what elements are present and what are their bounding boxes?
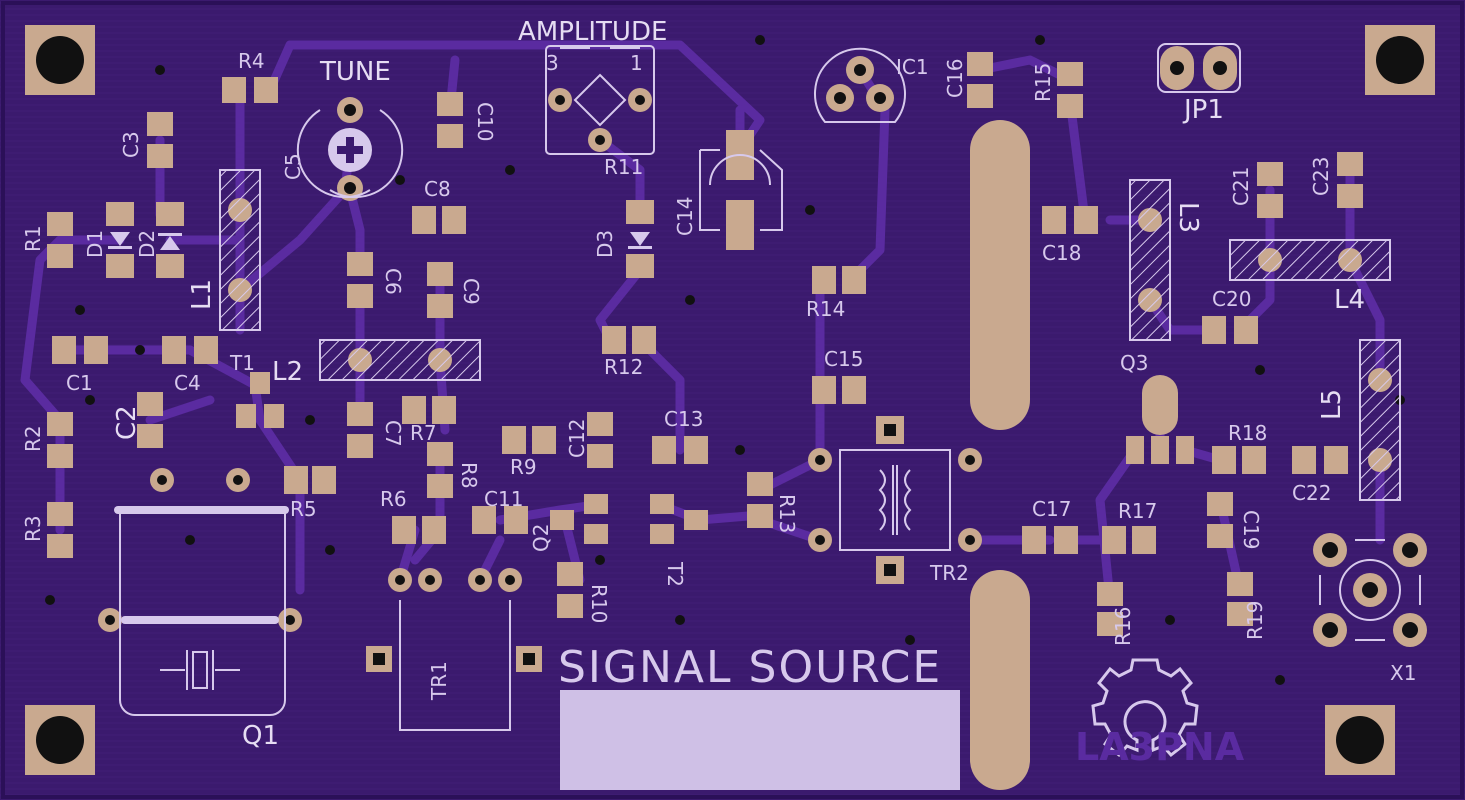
- label-r4: R4: [238, 49, 265, 73]
- amplitude-label: AMPLITUDE: [518, 17, 667, 47]
- label-t2: T2: [663, 561, 687, 587]
- pot-pin3-label: 3: [546, 51, 559, 75]
- silkscreen-labels: SIGNAL SOURCE LA3PNA TUNE AMPLITUDE 3 1 …: [21, 17, 1416, 769]
- label-r17: R17: [1118, 499, 1157, 523]
- logo-text: LA3PNA: [1075, 725, 1245, 769]
- label-c10: C10: [473, 102, 497, 141]
- label-c20: C20: [1212, 287, 1251, 311]
- label-l3: L3: [1173, 202, 1203, 233]
- label-tr1: TR1: [427, 661, 451, 701]
- label-c18: C18: [1042, 241, 1081, 265]
- label-c9: C9: [459, 278, 483, 305]
- label-c6: C6: [381, 268, 405, 295]
- label-l2: L2: [272, 357, 303, 387]
- label-l4: L4: [1334, 285, 1365, 315]
- label-q2: Q2: [529, 524, 553, 552]
- label-r5: R5: [290, 497, 317, 521]
- label-d2: D2: [135, 230, 159, 258]
- label-c11: C11: [484, 487, 523, 511]
- label-c22: C22: [1292, 481, 1331, 505]
- label-r15: R15: [1031, 63, 1055, 102]
- label-d3: D3: [593, 230, 617, 258]
- pot-pin1-label: 1: [630, 51, 643, 75]
- label-r9: R9: [510, 455, 537, 479]
- label-jp1: JP1: [1182, 95, 1224, 125]
- tune-label: TUNE: [319, 57, 391, 87]
- label-r14: R14: [806, 297, 845, 321]
- label-r8: R8: [457, 462, 481, 489]
- label-l5: L5: [1317, 389, 1347, 420]
- label-c2: C2: [112, 405, 142, 440]
- label-r1: R1: [21, 225, 45, 252]
- title-block: [560, 690, 960, 790]
- ground-pad-top: [970, 120, 1030, 430]
- label-c7: C7: [381, 420, 405, 447]
- label-r18: R18: [1228, 421, 1267, 445]
- label-c4: C4: [174, 371, 201, 395]
- label-c8: C8: [424, 177, 451, 201]
- silkscreen-outlines: [108, 43, 1421, 790]
- label-c19: C19: [1239, 510, 1263, 549]
- label-r19: R19: [1243, 601, 1267, 640]
- label-r3: R3: [21, 515, 45, 542]
- label-r12: R12: [604, 355, 643, 379]
- label-q3: Q3: [1120, 351, 1148, 375]
- label-d1: D1: [83, 230, 107, 258]
- label-c21: C21: [1229, 167, 1253, 206]
- label-c17: C17: [1032, 497, 1071, 521]
- label-c3: C3: [119, 131, 143, 158]
- label-r13: R13: [775, 494, 799, 533]
- label-r6: R6: [380, 487, 407, 511]
- label-l1: L1: [187, 279, 217, 310]
- board-title: SIGNAL SOURCE: [558, 642, 942, 693]
- label-ic1: IC1: [896, 55, 929, 79]
- label-c14: C14: [673, 197, 697, 236]
- label-c16: C16: [943, 59, 967, 98]
- label-q1: Q1: [242, 721, 279, 751]
- label-r2: R2: [21, 425, 45, 452]
- mounting-holes: [25, 25, 1435, 775]
- label-c23: C23: [1309, 157, 1333, 196]
- label-x1: X1: [1390, 661, 1416, 685]
- label-r7: R7: [410, 421, 437, 445]
- label-c13: C13: [664, 407, 703, 431]
- label-tr2: TR2: [929, 561, 969, 585]
- label-c12: C12: [565, 419, 589, 458]
- ground-pad-bottom: [970, 570, 1030, 790]
- label-t1: T1: [229, 351, 255, 375]
- label-c15: C15: [824, 347, 863, 371]
- smd-pads: [47, 52, 1363, 636]
- label-c1: C1: [66, 371, 93, 395]
- label-r11: R11: [604, 155, 643, 179]
- label-c5: C5: [281, 153, 305, 180]
- vias: [45, 35, 1405, 685]
- label-r16: R16: [1111, 607, 1135, 646]
- label-r10: R10: [587, 584, 611, 623]
- open-hardware-logo-icon: [1091, 658, 1199, 758]
